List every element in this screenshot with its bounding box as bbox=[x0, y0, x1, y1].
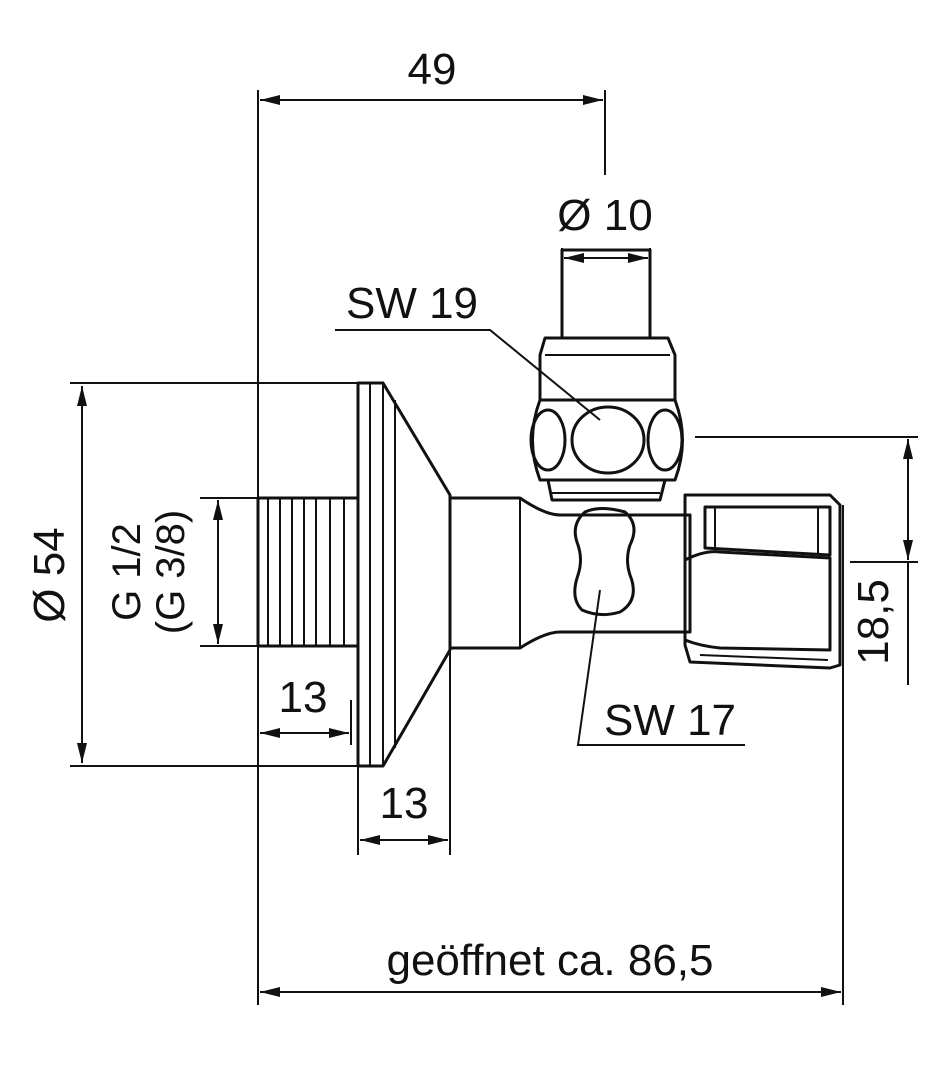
label-top-width: 49 bbox=[408, 45, 457, 94]
hex-face-right bbox=[646, 408, 684, 472]
leader-lines bbox=[335, 329, 745, 746]
hex-face-center bbox=[570, 405, 646, 475]
label-nut-key: SW 17 bbox=[604, 696, 736, 745]
label-handle-key: SW 19 bbox=[346, 279, 478, 328]
label-thread-alt: (G 3/8) bbox=[149, 510, 193, 634]
label-outlet-offset: 18,5 bbox=[849, 579, 898, 665]
label-thread-length: 13 bbox=[279, 673, 328, 722]
label-outlet-diameter: Ø 10 bbox=[557, 191, 652, 240]
label-rosette-depth: 13 bbox=[380, 779, 429, 828]
label-total-length: geöffnet ca. 86,5 bbox=[386, 936, 713, 985]
label-thread-main: G 1/2 bbox=[105, 523, 149, 621]
label-rosette-diameter: Ø 54 bbox=[25, 527, 74, 622]
outlet-assembly bbox=[529, 248, 684, 502]
dimension-labels: 49 Ø 10 SW 19 Ø 54 G 1/2 (G 3/8) 13 13 S… bbox=[25, 45, 898, 985]
body-neck bbox=[448, 496, 692, 650]
leader-sw17 bbox=[576, 589, 745, 746]
valve-body bbox=[256, 248, 842, 768]
thread-stub bbox=[256, 496, 360, 648]
hex-face-left bbox=[529, 408, 567, 472]
dimension-arrows bbox=[77, 95, 913, 997]
compression-nut bbox=[683, 493, 842, 670]
valve-handle bbox=[573, 507, 636, 617]
rosette bbox=[356, 381, 452, 768]
extension-lines bbox=[70, 90, 918, 1005]
leader-sw19 bbox=[335, 329, 601, 421]
